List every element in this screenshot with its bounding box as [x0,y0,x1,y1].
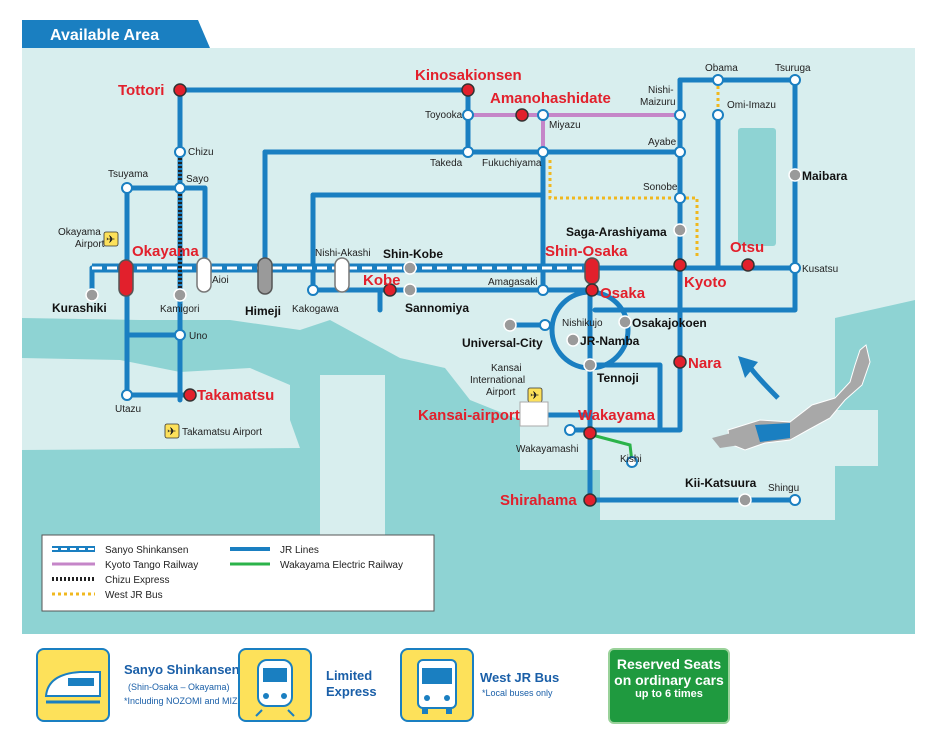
shinkansen-train-icon [36,648,110,722]
svg-text:Airport: Airport [75,239,105,250]
label-okayama-airport: Okayama [58,227,101,238]
pass-limited-express-1: Limited [326,668,373,683]
legend-bus: West JR Bus [105,590,163,601]
label-wakayamashi: Wakayamashi [516,444,578,455]
main-stations [173,83,755,507]
label-uno: Uno [189,331,208,342]
small-stations [121,74,801,506]
label-jr-namba: JR-Namba [580,334,640,348]
label-kyoto: Kyoto [684,274,727,291]
label-okayama: Okayama [132,243,199,260]
header-banner [22,20,210,48]
svg-text:✈: ✈ [167,426,176,438]
label-aioi: Aioi [212,275,229,286]
pass-shinkansen-sub: (Shin-Osaka – Okayama) [128,682,230,692]
pass-shinkansen-title: Sanyo Shinkansen [124,662,240,677]
label-chizu: Chizu [188,147,214,158]
label-kii-katsuura: Kii-Katsuura [685,476,757,490]
label-amagasaki: Amagasaki [488,277,537,288]
kansai-airport-island [519,401,549,427]
land-honshu [22,48,915,520]
legend-tango: Kyoto Tango Railway [105,560,198,571]
label-wakayama: Wakayama [578,407,656,424]
label-fukuchiyama: Fukuchiyama [482,158,542,169]
legend-jr: JR Lines [280,545,319,556]
bus-icon [400,648,474,722]
label-universal-city: Universal-City [462,336,543,350]
label-shin-osaka: Shin-Osaka [545,243,628,260]
airport-icon: ✈ [164,423,180,439]
limited-express-train-icon [238,648,312,722]
label-otsu: Otsu [730,239,764,256]
grey-stations [85,168,802,507]
label-omi-imazu: Omi-Imazu [727,100,776,111]
pass-shinkansen-note: *Including NOZOMI and MIZUHO [124,696,258,706]
header-title: Available Area [50,27,159,44]
label-kinosakionsen: Kinosakionsen [415,67,522,84]
label-kishi: Kishi [620,454,642,465]
pass-bus-title: West JR Bus [480,670,560,685]
pass-bus-sub: *Local buses only [482,688,553,698]
label-nishi-maizuru: Nishi- [648,85,674,96]
legend-chizu: Chizu Express [105,575,169,586]
lake-biwa [738,128,776,246]
pass-info-bar: Sanyo Shinkansen (Shin-Osaka – Okayama) … [36,640,936,736]
label-sannomiya: Sannomiya [405,301,469,315]
label-maibara: Maibara [802,169,848,183]
label-toyooka: Toyooka [425,110,463,121]
label-kansai-international-airport: Kansai [491,363,522,374]
label-sonobe: Sonobe [643,182,678,193]
reserved-seats-badge: Reserved Seats on ordinary cars up to 6 … [608,648,730,724]
airport-icon: ✈ [527,387,543,403]
label-tsuruga: Tsuruga [775,63,811,74]
label-tottori: Tottori [118,82,164,99]
label-sayo: Sayo [186,174,209,185]
label-nishi-akashi: Nishi-Akashi [315,248,371,259]
label-obama: Obama [705,63,738,74]
label-shirahama: Shirahama [500,492,577,509]
label-shin-kobe: Shin-Kobe [383,247,443,261]
legend-shinkansen: Sanyo Shinkansen [105,545,188,556]
label-takamatsu: Takamatsu [197,387,274,404]
label-nishikujo: Nishikujo [562,318,603,329]
japan-locator-icon [698,344,878,466]
label-nara: Nara [688,355,722,372]
legend [41,534,435,612]
svg-text:Airport: Airport [486,387,516,398]
west-jr-bus-route [548,160,699,258]
label-miyazu: Miyazu [549,120,581,131]
okayama-capsule [118,259,134,297]
label-amanohashidate: Amanohashidate [490,90,611,107]
label-kakogawa: Kakogawa [292,304,339,315]
label-saga-arashiyama: Saga-Arashiyama [566,225,667,239]
label-osakajokoen: Osakajokoen [632,316,707,330]
svg-text:Maizuru: Maizuru [640,97,676,108]
label-ayabe: Ayabe [648,137,677,148]
label-osaka: Osaka [600,285,646,302]
land-shikoku [22,358,300,450]
svg-text:✈: ✈ [106,234,115,246]
label-tsuyama: Tsuyama [108,169,148,180]
airport-icon: ✈ [103,231,119,247]
svg-text:✈: ✈ [530,390,539,402]
legend-wakayama: Wakayama Electric Railway [280,560,403,571]
svg-text:International: International [470,375,525,386]
label-shingu: Shingu [768,483,799,494]
label-kurashiki: Kurashiki [52,301,107,315]
label-himeji: Himeji [245,304,281,318]
label-takeda: Takeda [430,158,463,169]
label-kusatsu: Kusatsu [802,264,838,275]
pass-limited-express-2: Express [326,684,377,699]
label-utazu: Utazu [115,404,141,415]
label-kobe: Kobe [363,272,401,289]
label-takamatsu-airport: Takamatsu Airport [182,427,262,438]
label-tennoji: Tennoji [597,371,639,385]
label-kamigori: Kamigori [160,304,199,315]
land-awaji [320,375,385,550]
label-kansai-airport: Kansai-airport [418,407,520,424]
